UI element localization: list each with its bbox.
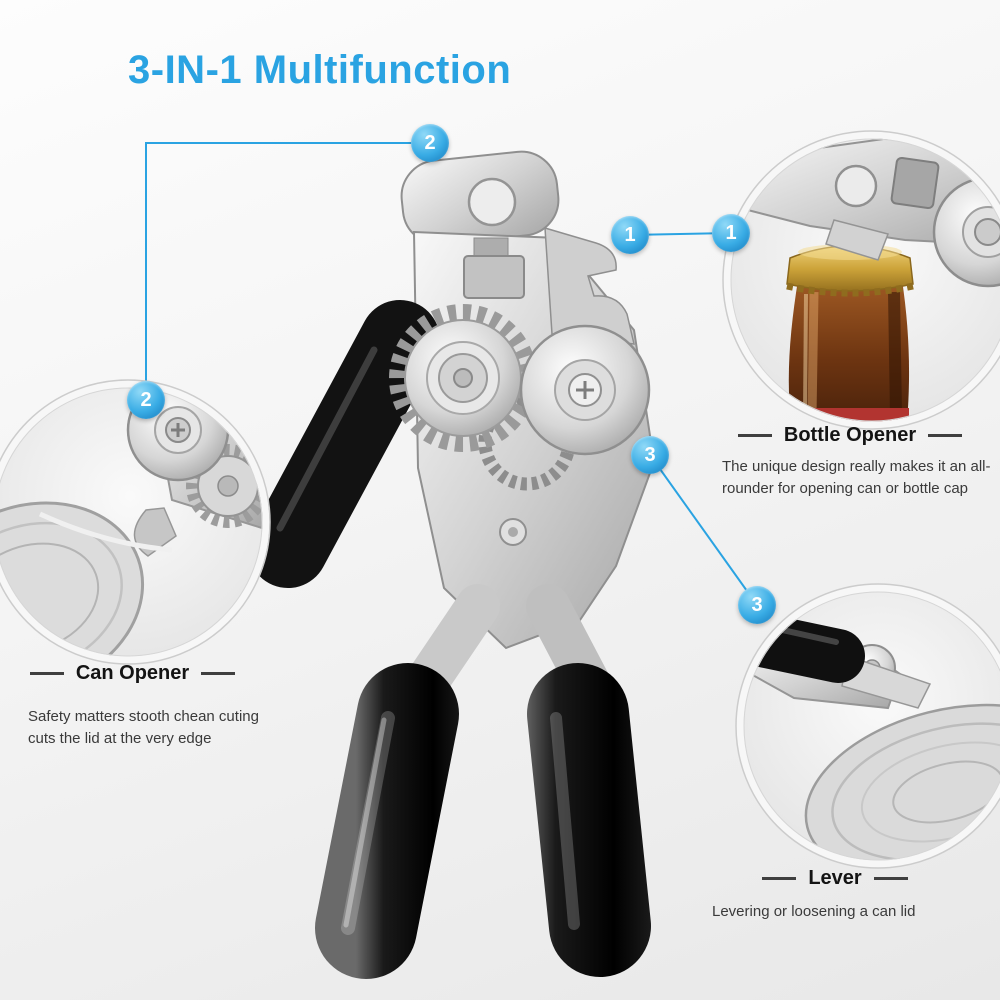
- bottle-opener-heading-row: Bottle Opener: [715, 424, 985, 447]
- heading-rule-left: [29, 672, 64, 675]
- left-grip: [315, 663, 459, 979]
- cutting-wheel: [519, 324, 651, 456]
- heading-rule-right: [873, 877, 908, 880]
- heading-rule-left: [737, 434, 772, 437]
- hanging-hole: [467, 177, 517, 227]
- callout-line-3: [649, 454, 758, 606]
- callout-line-2: [145, 142, 430, 398]
- bottle-opener-heading: Bottle Opener: [783, 424, 917, 446]
- bottle-opener-description: The unique design really makes it an all…: [722, 458, 991, 497]
- lever-handle: [740, 603, 865, 683]
- lever-description: Levering or loosening a can lid: [712, 903, 916, 920]
- bottle-hook: [544, 226, 635, 345]
- can-opener-inset-photo: [0, 379, 271, 665]
- callout-badge-1-product: 1: [611, 216, 649, 254]
- lever-heading: Lever: [808, 867, 862, 889]
- callout-badge-3-inset: 3: [738, 586, 776, 624]
- rear-handle-arm: [248, 300, 440, 588]
- can-opener-heading: Can Opener: [75, 662, 190, 684]
- heading-rule-right: [928, 434, 963, 437]
- page-title: 3-IN-1 Multifunction: [128, 48, 512, 92]
- right-grip: [527, 663, 651, 977]
- bottle-opener-inset-photo: [722, 130, 1000, 430]
- can-opener-heading-row: Can Opener: [15, 662, 250, 685]
- callout-badge-1-inset: 1: [712, 214, 750, 252]
- main-product-photo: [248, 150, 656, 979]
- drive-gear: [389, 304, 537, 452]
- lever-heading-row: Lever: [700, 867, 970, 890]
- lever-inset-photo: [735, 583, 1000, 869]
- callout-badge-2-inset: 2: [127, 381, 165, 419]
- heading-rule-left: [762, 877, 797, 880]
- can-opener-description: Safety matters stooth chean cuting cuts …: [28, 708, 259, 747]
- callout-badge-3-product: 3: [631, 436, 669, 474]
- callout-badge-2-product: 2: [411, 124, 449, 162]
- beer-bottle: [788, 280, 910, 422]
- heading-rule-right: [201, 672, 236, 675]
